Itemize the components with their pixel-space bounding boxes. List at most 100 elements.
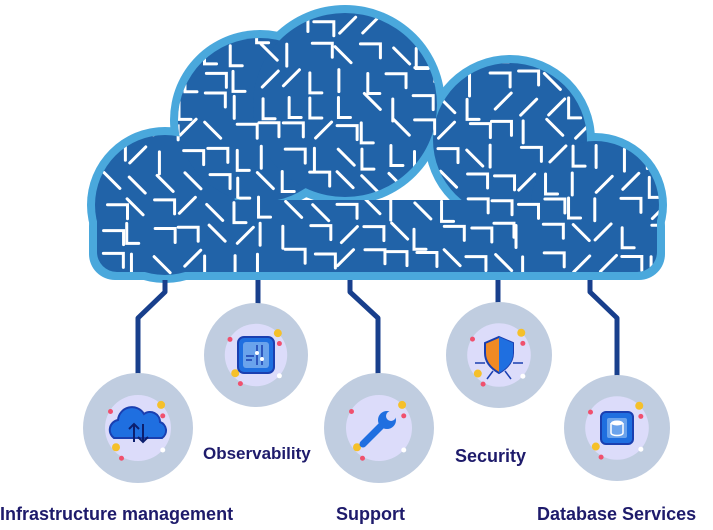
service-node-observability	[204, 303, 308, 407]
maze-line	[620, 120, 644, 138]
maze-line	[101, 251, 125, 269]
maze-line	[283, 247, 307, 265]
dashboard-panel-icon	[237, 336, 275, 374]
maze-line	[235, 148, 251, 172]
service-node-security	[446, 302, 552, 408]
maze-line	[646, 40, 659, 60]
maze-line	[567, 18, 583, 42]
maze-line	[235, 225, 255, 245]
label-database-services: Database Services	[537, 504, 697, 524]
maze-line	[411, 94, 435, 112]
maze-line	[621, 171, 641, 191]
maze-line	[127, 175, 147, 195]
maze-line	[542, 251, 566, 269]
maze-line	[281, 121, 305, 139]
maze-line	[259, 42, 279, 62]
maze-line	[436, 147, 460, 165]
maze-line	[494, 253, 514, 273]
maze-line	[517, 172, 537, 192]
maze-line	[442, 224, 466, 242]
maze-line	[541, 222, 565, 240]
maze-line	[360, 174, 380, 194]
maze-line	[440, 199, 456, 223]
maze-line	[178, 117, 198, 137]
maze-line	[154, 46, 170, 70]
maze-line	[517, 69, 541, 87]
maze-line	[280, 169, 296, 193]
maze-line	[600, 91, 620, 111]
maze-line	[545, 117, 565, 137]
maze-line	[544, 46, 564, 66]
maze-line	[362, 225, 386, 243]
maze-line	[100, 97, 116, 121]
maze-line	[127, 94, 147, 114]
maze-line	[519, 97, 539, 117]
maze-line	[236, 176, 252, 200]
maze-line	[257, 121, 281, 139]
maze-line	[442, 248, 462, 268]
maze-line	[548, 144, 568, 164]
maze-line	[647, 18, 659, 42]
maze-line	[516, 202, 540, 220]
maze-line	[204, 71, 228, 89]
maze-line	[439, 41, 455, 65]
maze-line	[521, 255, 537, 275]
maze-line	[152, 255, 172, 275]
maze-line	[547, 97, 567, 117]
maze-line	[102, 229, 126, 247]
maze-line	[308, 71, 324, 95]
service-node-support	[324, 373, 434, 483]
maze-line	[597, 18, 613, 42]
maze-line	[519, 145, 543, 163]
maze-line	[284, 199, 304, 219]
maze-line	[335, 170, 355, 190]
maze-line	[520, 39, 540, 59]
maze-line	[311, 203, 331, 223]
maze-line	[335, 202, 359, 220]
shield-icon	[475, 335, 523, 380]
maze-line	[599, 71, 615, 95]
label-infrastructure-management: Infrastructure management	[0, 504, 234, 524]
maze-line	[308, 170, 332, 188]
maze-line	[647, 92, 659, 110]
cloud-body	[95, 13, 659, 275]
maze-line	[205, 202, 225, 222]
maze-line	[465, 148, 485, 168]
maze-line	[384, 72, 408, 90]
maze-line	[598, 253, 618, 273]
connector-support	[347, 280, 381, 376]
maze-line	[390, 221, 410, 241]
maze-line	[229, 14, 253, 32]
label-support: Support	[336, 504, 405, 524]
maze-line	[336, 96, 352, 120]
maze-line	[154, 67, 170, 91]
database-icon	[600, 411, 634, 445]
maze-line	[647, 175, 659, 199]
maze-line	[542, 16, 562, 36]
maze-line	[413, 201, 433, 221]
maze-line	[619, 196, 643, 214]
maze-line	[231, 69, 247, 93]
maze-line	[493, 91, 513, 111]
maze-line	[260, 69, 280, 89]
maze-line	[102, 14, 118, 38]
label-security: Security	[455, 446, 527, 466]
maze-line	[489, 119, 513, 137]
maze-line	[466, 197, 490, 215]
maze-line	[309, 224, 333, 242]
maze-line	[391, 117, 411, 137]
maze-line	[620, 96, 644, 114]
connectors	[135, 280, 620, 378]
maze-line	[261, 97, 277, 121]
maze-line	[336, 248, 356, 268]
maze-line	[232, 201, 248, 225]
maze-line	[439, 169, 459, 189]
maze-line	[490, 199, 514, 217]
maze-line	[567, 96, 583, 120]
maze-line	[599, 45, 619, 65]
maze-line	[464, 42, 488, 60]
maze-line	[543, 197, 567, 215]
maze-line	[470, 226, 494, 244]
maze-line	[314, 120, 334, 140]
maze-line	[385, 250, 409, 268]
